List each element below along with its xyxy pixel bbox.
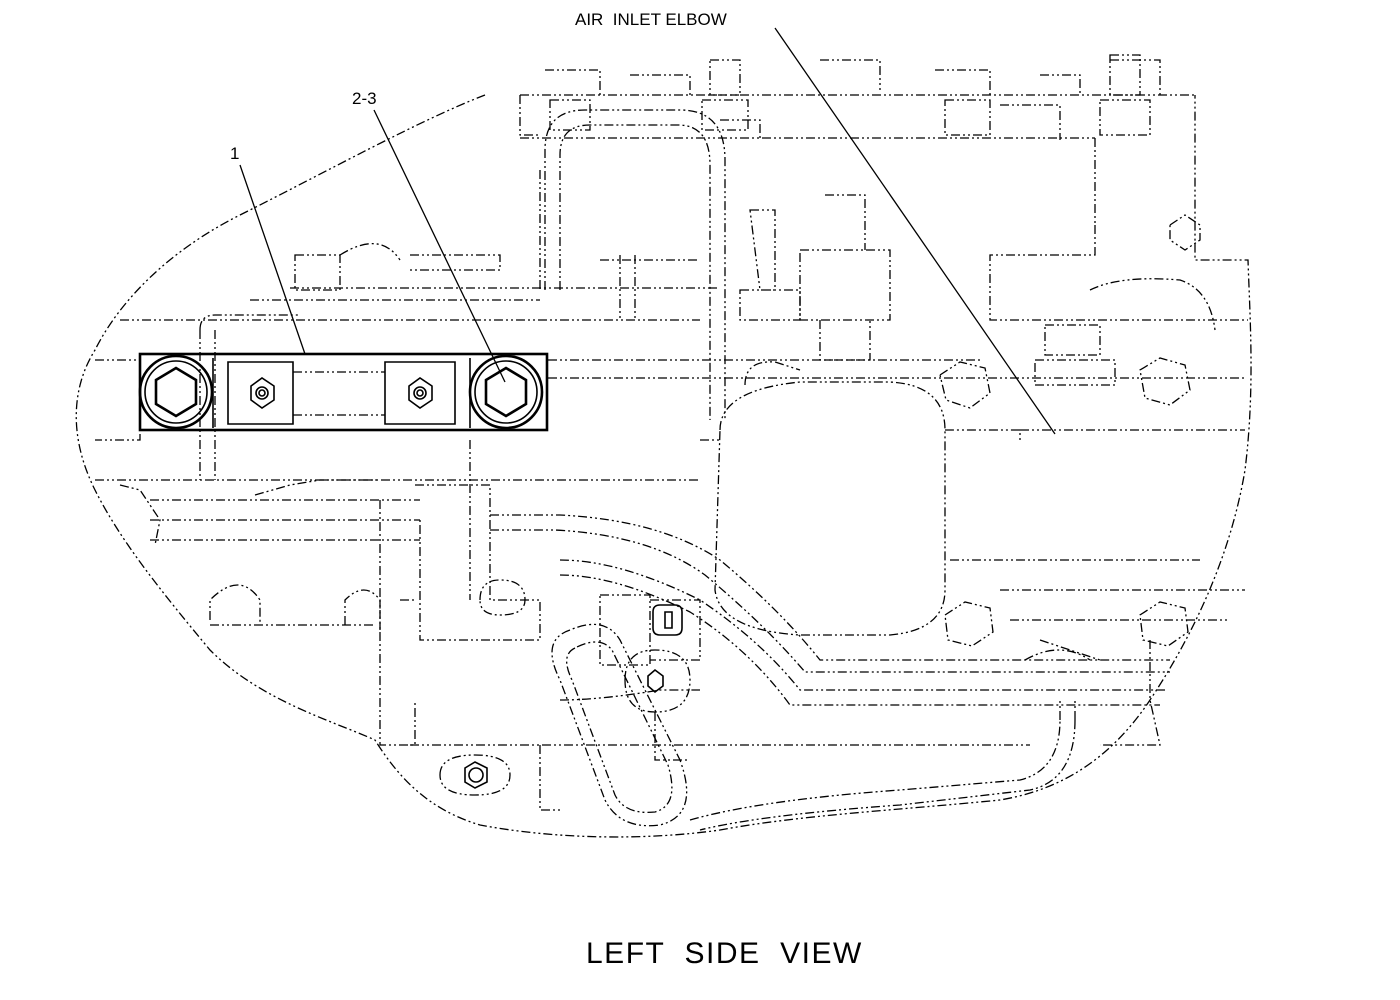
drain-plug: [439, 754, 511, 796]
bracket-item-1: [138, 352, 549, 432]
sensor-cluster-lower: [599, 594, 701, 761]
callout-item-2-3: 2-3: [352, 89, 377, 108]
valve-cover-bolts: [549, 54, 1201, 251]
callout-air-inlet-elbow: AIR INLET ELBOW: [575, 10, 727, 29]
engine-phantom-outline: [75, 59, 1252, 838]
air-inlet-elbow-body: [714, 357, 1191, 647]
lower-tubes: [490, 514, 1170, 831]
figure-caption: LEFT SIDE VIEW: [586, 937, 863, 970]
sensor-connector: [739, 194, 1116, 386]
callout-item-1: 1: [230, 144, 239, 163]
leader-lines: [239, 27, 1056, 435]
